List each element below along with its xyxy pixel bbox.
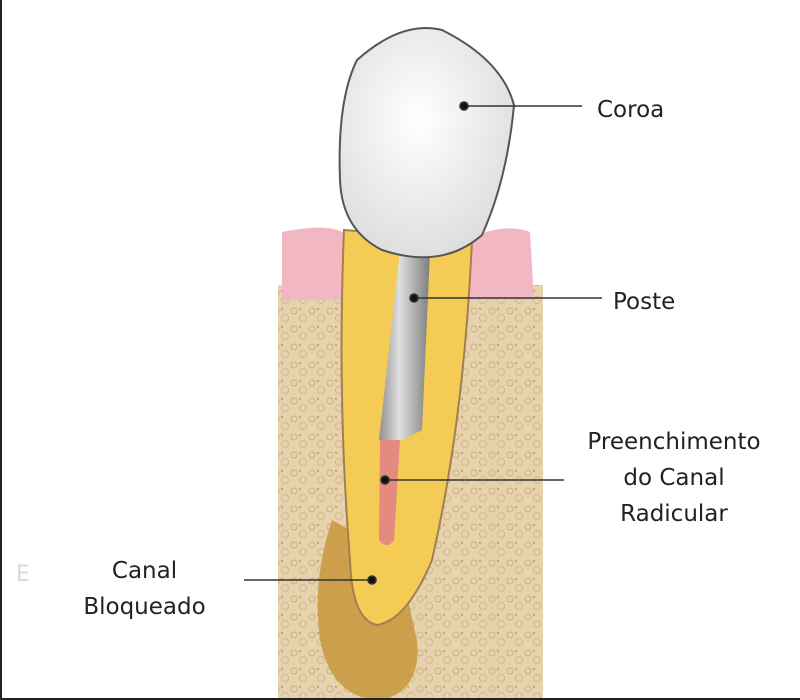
label-filling-line1: Preenchimento xyxy=(587,429,761,455)
filling xyxy=(379,440,400,545)
label-blocked-line1: Canal xyxy=(111,558,178,584)
edge-letter: E xyxy=(16,562,30,587)
label-blocked: Canal Bloqueado xyxy=(52,553,237,625)
label-filling-line2: do Canal xyxy=(623,465,725,491)
crown xyxy=(338,27,516,259)
label-filling-line3: Radicular xyxy=(620,501,728,527)
label-post: Poste xyxy=(613,289,676,315)
label-blocked-line2: Bloqueado xyxy=(83,594,206,620)
label-filling: Preenchimento do Canal Radicular xyxy=(564,424,784,532)
label-crown: Coroa xyxy=(597,97,665,123)
